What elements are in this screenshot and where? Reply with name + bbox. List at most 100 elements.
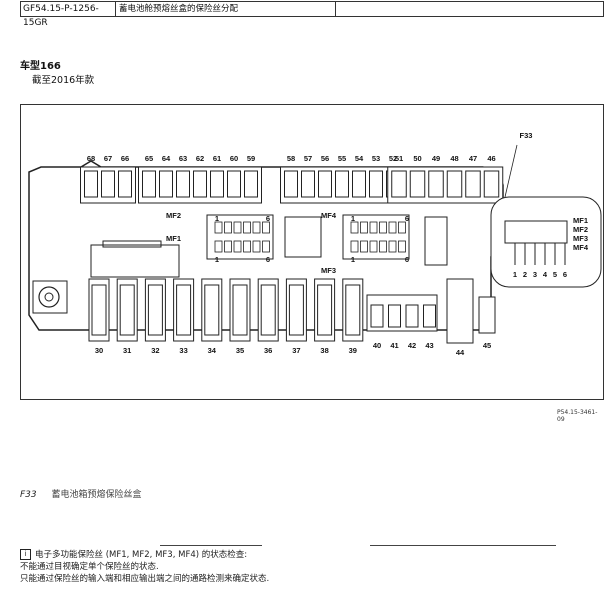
small-fuse-label: 41 [390,341,398,350]
mf-cell [388,240,397,253]
bottom-fuse-label: 38 [320,346,328,355]
top-fuse [465,170,481,198]
top-fuse [142,170,156,198]
fuse-44-label: 44 [456,348,465,357]
bottom-fuse-label: 32 [151,346,159,355]
detail-mf3-label: MF3 [573,234,588,243]
top-fuse-label: 47 [469,154,477,163]
mf-cell [262,240,270,253]
top-fuse [335,170,349,198]
mf-cell [350,221,359,234]
mf-cell [252,240,261,253]
figure-caption: F33 蓄电池箱预熔保险丝盒 [20,487,142,500]
mf-cell [369,221,378,234]
caption-id: F33 [20,490,37,500]
top-fuse-label: 46 [487,154,495,163]
doc-code: GF54.15-P-1256-15GR [21,2,116,28]
mf-cell [224,221,232,234]
top-fuse [391,170,407,198]
top-fuse-label: 62 [196,154,204,163]
mf3-label: MF3 [321,266,336,275]
top-fuse-label: 54 [355,154,364,163]
top-fuse [318,170,332,198]
top-fuse-label: 50 [413,154,421,163]
bottom-fuse-label: 31 [123,346,131,355]
vehicle-production: 截至2016年款 [32,75,95,86]
top-fuse-label: 63 [179,154,187,163]
mf-cell [388,221,397,234]
note-line-2: 不能通过目视确定单个保险丝的状态. [20,562,159,572]
mf-left-pin-1: 1 [215,214,219,223]
note-line-3: 只能通过保险丝的输入端和相应输出端之间的通路检测来确定状态. [20,574,270,584]
mf-cell [233,221,242,234]
detail-mf1-label: MF1 [573,216,588,225]
fuse-45-label: 45 [483,341,491,350]
mf-left-pin-1-bottom: 1 [215,255,219,264]
small-fuse-label: 42 [408,341,416,350]
mf-cell [252,221,261,234]
mf4-label: MF4 [321,211,337,220]
bottom-fuse-inner [232,284,248,336]
bottom-fuse-label: 39 [349,346,357,355]
mf-right-pin-1-bottom: 1 [351,255,355,264]
bottom-fuse-label: 33 [179,346,187,355]
top-fuse [176,170,190,198]
divider-right [370,545,556,546]
top-fuse-label: 48 [450,154,458,163]
detail-connector [504,220,568,244]
top-fuse-label: 67 [104,154,112,163]
small-fuse [388,304,401,328]
mf-cell [243,240,251,253]
info-icon: i [20,549,31,560]
small-fuse [370,304,384,328]
top-fuse [101,170,115,198]
detail-pin-label: 1 [513,270,517,279]
top-fuse-block [387,166,504,204]
mf-right-pin-6-bottom: 6 [405,255,409,264]
bottom-fuse-inner [345,284,361,336]
fuse-45 [478,296,496,334]
mf-cell [360,240,368,253]
mf-cell [243,221,251,234]
bottom-fuse-inner [147,284,163,336]
top-fuse [244,170,258,198]
top-fuse-label: 57 [304,154,312,163]
figure-reference: P54.15-3461-09 [557,409,598,423]
note-line-1: 电子多功能保险丝 (MF1, MF2, MF3, MF4) 的状态检查: [35,550,248,560]
divider-left [160,545,262,546]
top-fuse-label: 52 [389,154,397,163]
doc-header: GF54.15-P-1256-15GR 蓄电池舱预熔丝盒的保险丝分配 [20,1,604,28]
mf-cell [350,240,359,253]
mf-cell [369,240,378,253]
mf2-label: MF2 [166,211,181,220]
top-fuse-label: 51 [395,154,403,163]
top-fuse [84,170,98,198]
bottom-fuse-label: 30 [95,346,103,355]
detail-pin-label: 2 [523,270,527,279]
top-fuse-label: 61 [213,154,221,163]
mf-cell [262,221,270,234]
bottom-fuse-label: 37 [292,346,300,355]
mf-cell [224,240,232,253]
bottom-fuse-inner [204,284,220,336]
top-fuse-label: 58 [287,154,295,163]
top-fuse [428,170,444,198]
mf-right-pin-6: 6 [405,214,409,223]
mf-cell [379,240,387,253]
mf-left-pin-6-bottom: 6 [266,255,270,264]
top-fuse [352,170,366,198]
mf-cell [214,221,223,234]
top-fuse [301,170,315,198]
top-fuse [210,170,224,198]
mf1-label: MF1 [166,234,181,243]
bottom-fuse-inner [119,284,135,336]
mf-right-pin-1: 1 [351,214,355,223]
detail-mf2-label: MF2 [573,225,588,234]
top-fuse [118,170,132,198]
mf-cell [379,221,387,234]
detail-pin-label: 4 [543,270,548,279]
top-fuse-label: 55 [338,154,346,163]
top-fuse [284,170,298,198]
caption-text: 蓄电池箱预熔保险丝盒 [51,490,142,500]
